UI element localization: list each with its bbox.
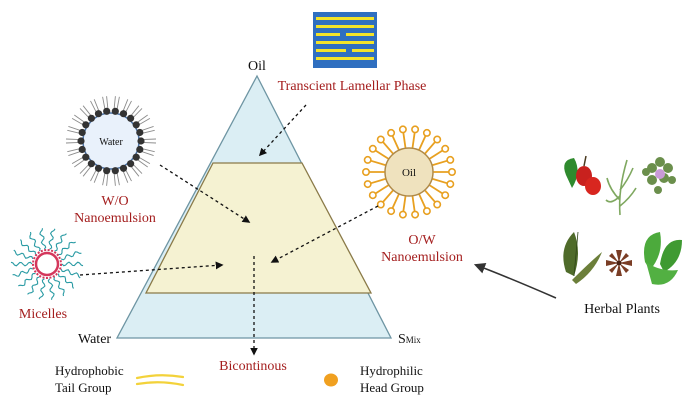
water-vertex-label: Water: [78, 332, 111, 347]
oil-core-label: Oil: [402, 167, 416, 179]
head-group-icon: [324, 374, 338, 387]
bicontinous-label: Bicontinous: [219, 359, 287, 374]
smix-main: S: [398, 332, 406, 347]
tail-group-icon: [137, 375, 183, 385]
micelle-icon: [11, 228, 83, 300]
ow-label-line1: O/W: [408, 233, 436, 248]
herbal-plants-label: Herbal Plants: [584, 302, 660, 317]
smix-subscript: Mix: [406, 335, 422, 345]
lamellar-icon: [313, 12, 377, 68]
herbal-arrow: [476, 265, 556, 298]
hydrophobic-line1: Hydrophobic: [55, 363, 124, 378]
micelles-label: Micelles: [19, 307, 67, 322]
smix-vertex-label: SMix: [398, 332, 421, 347]
hydrophobic-line2: Tail Group: [55, 380, 112, 395]
wo-label-line2: Nanoemulsion: [74, 211, 156, 226]
hydrophilic-line2: Head Group: [360, 380, 424, 395]
hydrophilic-line1: Hydrophilic: [360, 363, 423, 378]
oil-vertex-label: Oil: [248, 59, 266, 74]
wo-label-line1: W/O: [101, 194, 128, 209]
ow-label-line2: Nanoemulsion: [381, 250, 463, 265]
lamellar-phase-label: Transcient Lamellar Phase: [278, 79, 427, 94]
herbal-plants-icon: [563, 156, 682, 285]
microemulsion-region: [146, 163, 371, 293]
water-core-label: Water: [99, 137, 123, 148]
